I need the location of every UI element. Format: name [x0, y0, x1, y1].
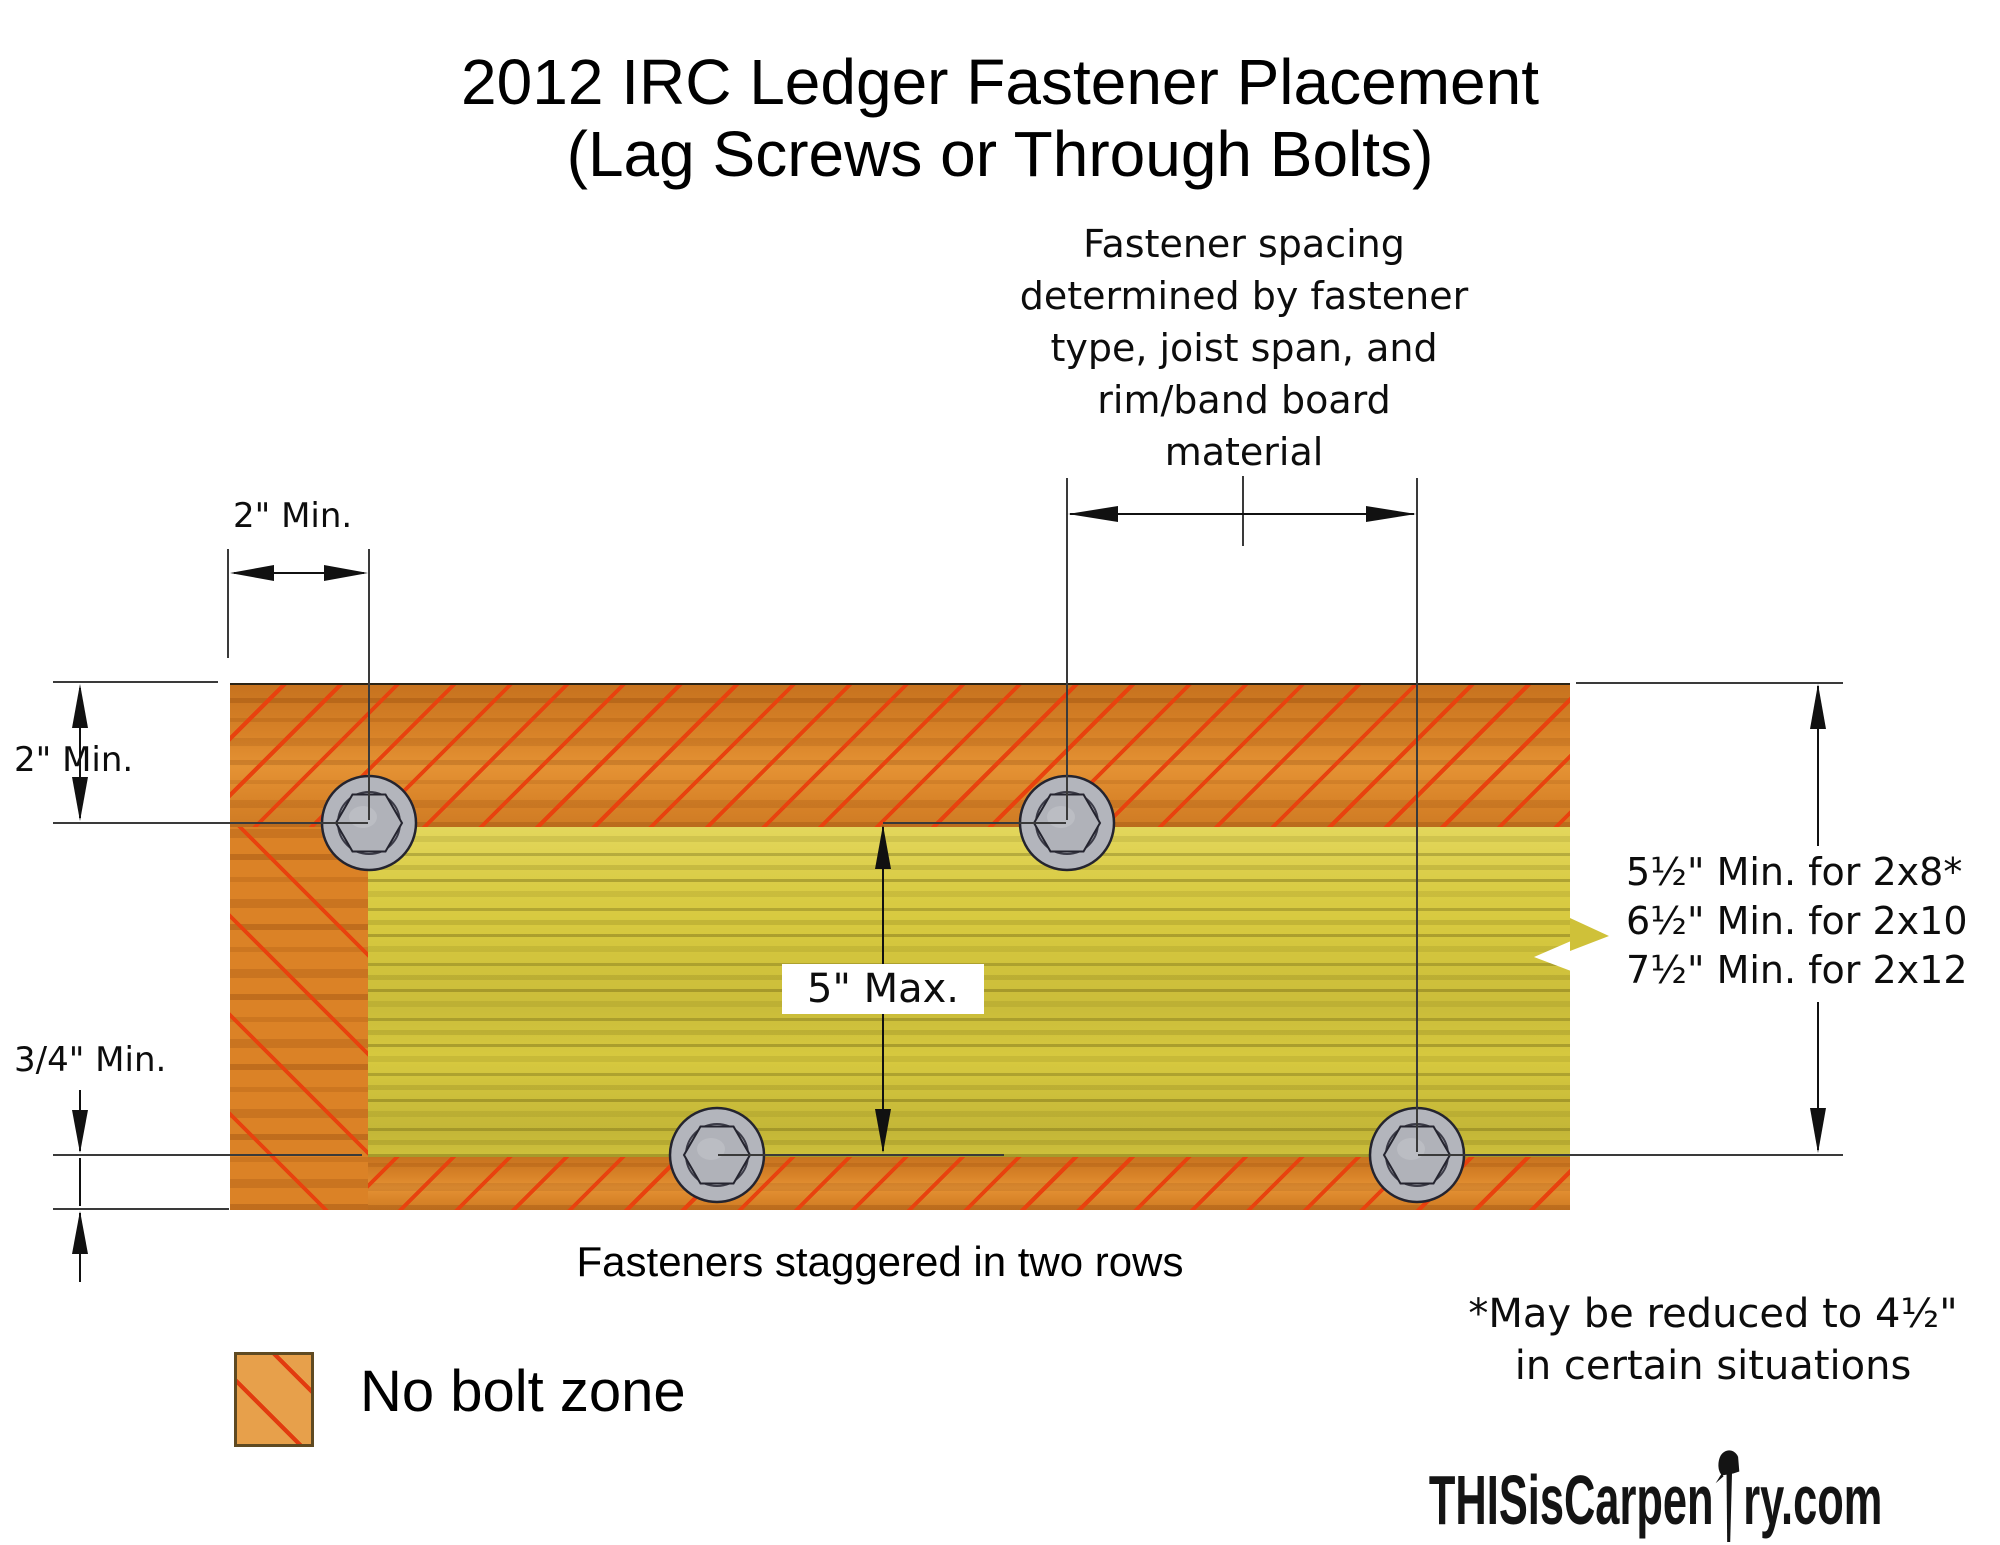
logo-text-prefix: THISisCarpen: [1428, 1461, 1714, 1539]
ledger-depth-options: 5½" Min. for 2x8* 6½" Min. for 2x10 7½" …: [1623, 848, 1971, 995]
staggered-note: Fasteners staggered in two rows: [576, 1238, 1184, 1285]
dim-row-gap-label: 5" Max.: [782, 964, 984, 1014]
fastener-spacing-note-line: Fastener spacing: [1083, 222, 1405, 266]
fastener-spacing-note-line: material: [1164, 430, 1324, 474]
dim-top-edge-label: 2" Min.: [233, 496, 353, 536]
ledger-depth-2x8: 5½" Min. for 2x8*: [1623, 850, 1966, 894]
site-logo: THISisCarpen ry.com: [1428, 1448, 1882, 1543]
logo-text-suffix: ry.com: [1742, 1461, 1882, 1539]
ledger-depth-2x10: 6½" Min. for 2x10: [1623, 899, 1971, 943]
ledger-board: [230, 683, 1570, 1210]
fastener-spacing-note-line: determined by fastener: [1019, 274, 1469, 318]
legend-no-bolt-zone-swatch: [234, 1352, 314, 1447]
fastener-spacing-note-line: rim/band board: [1097, 378, 1391, 422]
legend-no-bolt-zone-label: No bolt zone: [360, 1359, 686, 1424]
fastener-spacing-note-line: type, joist span, and: [1050, 326, 1438, 370]
break-mark-icon: [1534, 918, 1609, 971]
fastener-spacing-note: Fastener spacing determined by fastener …: [1003, 218, 1485, 478]
footnote-line1: *May be reduced to 4½": [1468, 1291, 1958, 1337]
dim-bottom-edge-label: 3/4" Min.: [14, 1040, 167, 1080]
footnote-line2: in certain situations: [1514, 1343, 1912, 1389]
page-title-line1: 2012 IRC Ledger Fastener Placement: [461, 46, 1539, 118]
no-bolt-zone-bottom-band: [230, 1157, 1570, 1210]
no-bolt-zone-left-band: [230, 827, 368, 1210]
hammer-icon: [1715, 1450, 1739, 1543]
ledger-depth-2x12: 7½" Min. for 2x12: [1623, 948, 1971, 992]
footnote: *May be reduced to 4½" in certain situat…: [1448, 1288, 1978, 1392]
page-title-line2: (Lag Screws or Through Bolts): [566, 118, 1434, 190]
ledger-wood-face: [368, 827, 1570, 1157]
dim-side-edge-label: 2" Min.: [14, 740, 134, 780]
no-bolt-zone-top-band: [230, 685, 1570, 827]
